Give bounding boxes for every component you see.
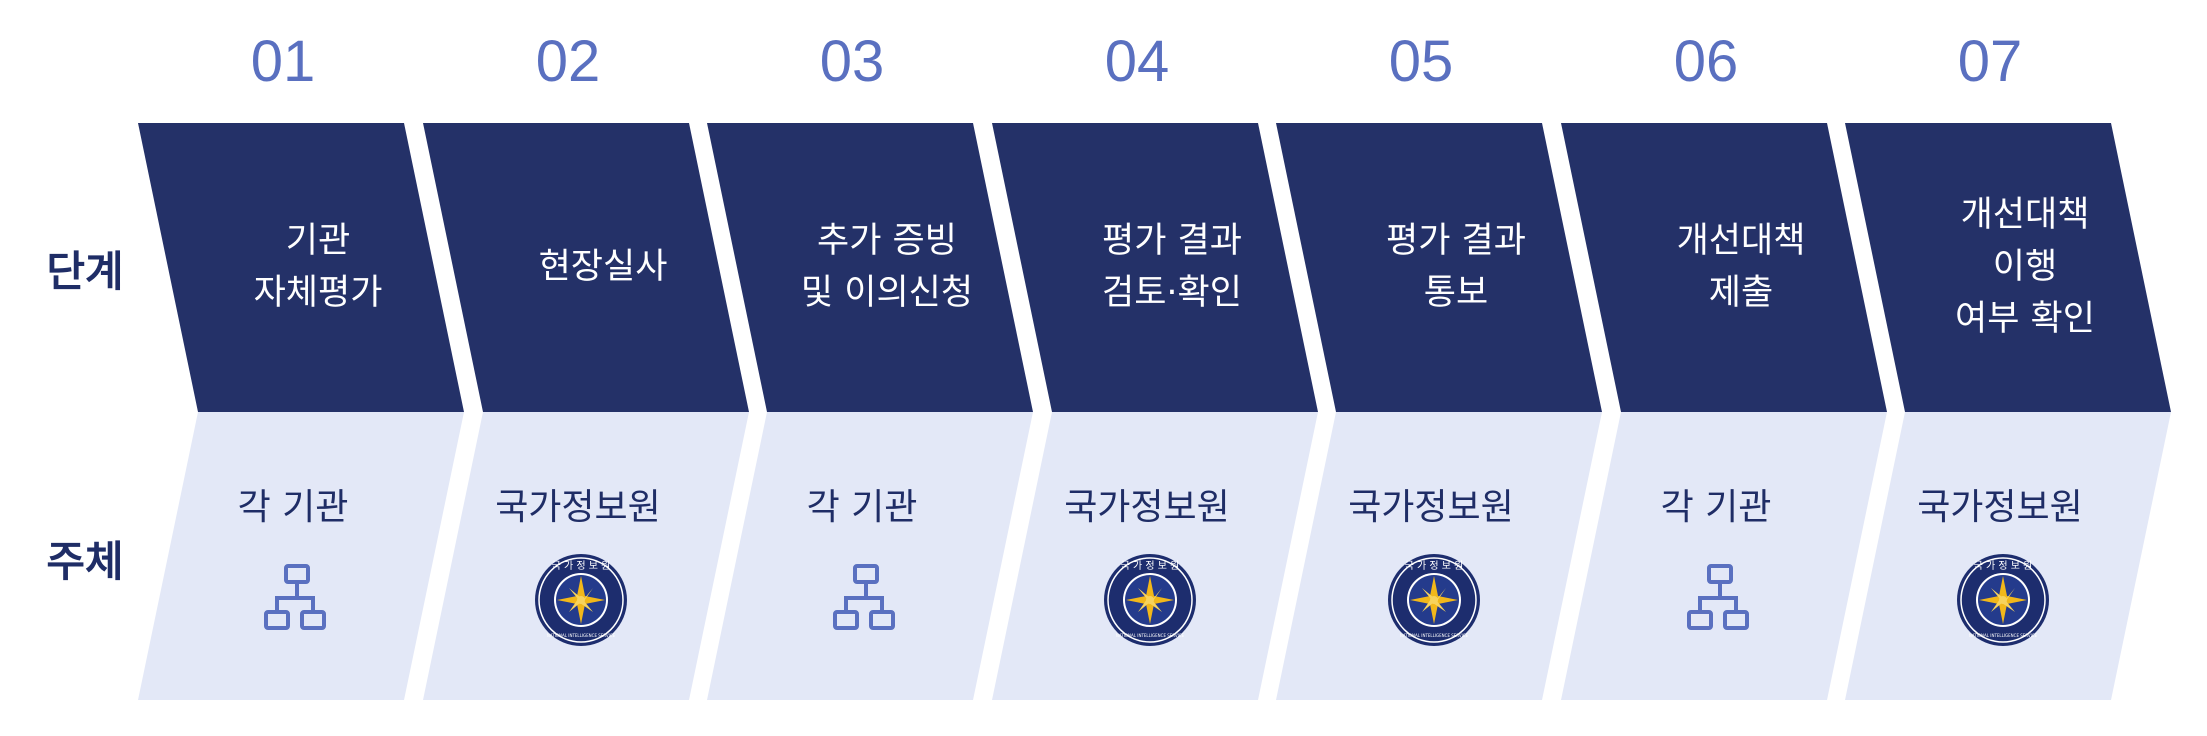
emblem-top-text: 국 가 정 보 원 (1974, 560, 2033, 572)
agent-chevron (707, 412, 1033, 700)
org-chart-icon (264, 564, 326, 630)
stage-text-box: 추가 증빙 및 이의신청 (747, 122, 1027, 412)
agent-chevron (138, 412, 464, 700)
nis-emblem-icon: 국 가 정 보 원 NATIONAL INTELLIGENCE SERVICE (535, 554, 627, 646)
stage-label: 추가 증빙 및 이의신청 (800, 221, 974, 313)
step-number: 05 (1388, 29, 1454, 94)
emblem-bottom-text: NATIONAL INTELLIGENCE SERVICE (1969, 633, 2038, 638)
stage-text-box: 개선대책 제출 (1601, 122, 1881, 412)
agent-label: 국가정보원 (1348, 487, 1514, 528)
stage-text-box: 평가 결과 검토·확인 (1032, 122, 1312, 412)
emblem-top-text: 국 가 정 보 원 (1121, 560, 1180, 572)
agent-label: 각 기관 (806, 487, 918, 528)
stage-label: 개선대책 이행 여부 확인 (1955, 195, 2095, 339)
stage-row-label: 단계 (46, 247, 124, 296)
emblem-top-text: 국 가 정 보 원 (1405, 560, 1464, 572)
agent-label: 각 기관 (237, 487, 349, 528)
emblem-bottom-text: NATIONAL INTELLIGENCE SERVICE (1400, 633, 1469, 638)
stage-chevron (1276, 123, 1602, 412)
emblem-bottom-text: NATIONAL INTELLIGENCE SERVICE (547, 633, 616, 638)
step-shapes (138, 123, 464, 700)
nis-emblem-icon: 국 가 정 보 원 NATIONAL INTELLIGENCE SERVICE (1957, 554, 2049, 646)
stage-chevron (707, 123, 1033, 412)
stage-chevron (138, 123, 464, 412)
step-number: 04 (1104, 29, 1170, 94)
stage-label: 현장실사 (538, 247, 668, 287)
nis-emblem-icon: 국 가 정 보 원 NATIONAL INTELLIGENCE SERVICE (1104, 554, 1196, 646)
step-shapes (707, 123, 1033, 700)
stage-chevron (992, 123, 1318, 412)
step-shapes (1561, 123, 1887, 700)
agent-row-label: 주체 (46, 537, 124, 586)
stage-label: 평가 결과 통보 (1386, 221, 1526, 313)
emblem-bottom-text: NATIONAL INTELLIGENCE SERVICE (1116, 633, 1185, 638)
nis-emblem-icon: 국 가 정 보 원 NATIONAL INTELLIGENCE SERVICE (1388, 554, 1480, 646)
agent-chevron (1561, 412, 1887, 700)
stage-chevron (1845, 123, 2171, 412)
stage-chevron (423, 123, 749, 412)
stage-text-box: 현장실사 (463, 122, 743, 412)
stage-chevron (1561, 123, 1887, 412)
stage-label: 평가 결과 검토·확인 (1102, 221, 1242, 313)
step-number: 01 (250, 29, 316, 94)
step-number: 03 (819, 29, 885, 94)
stage-text-box: 기관 자체평가 (178, 122, 458, 412)
step-number: 07 (1957, 29, 2023, 94)
emblem-top-text: 국 가 정 보 원 (552, 560, 611, 572)
stage-label: 기관 자체평가 (253, 221, 383, 313)
org-chart-icon (833, 564, 895, 630)
agent-label: 국가정보원 (1917, 487, 2083, 528)
stage-text-box: 개선대책 이행 여부 확인 (1885, 122, 2165, 412)
step-number: 02 (535, 29, 601, 94)
stage-label: 개선대책 제출 (1676, 221, 1806, 313)
agent-label: 국가정보원 (495, 487, 661, 528)
org-chart-icon (1687, 564, 1749, 630)
agent-label: 각 기관 (1660, 487, 1772, 528)
step-number: 06 (1673, 29, 1739, 94)
stage-text-box: 평가 결과 통보 (1316, 122, 1596, 412)
agent-label: 국가정보원 (1064, 487, 1230, 528)
